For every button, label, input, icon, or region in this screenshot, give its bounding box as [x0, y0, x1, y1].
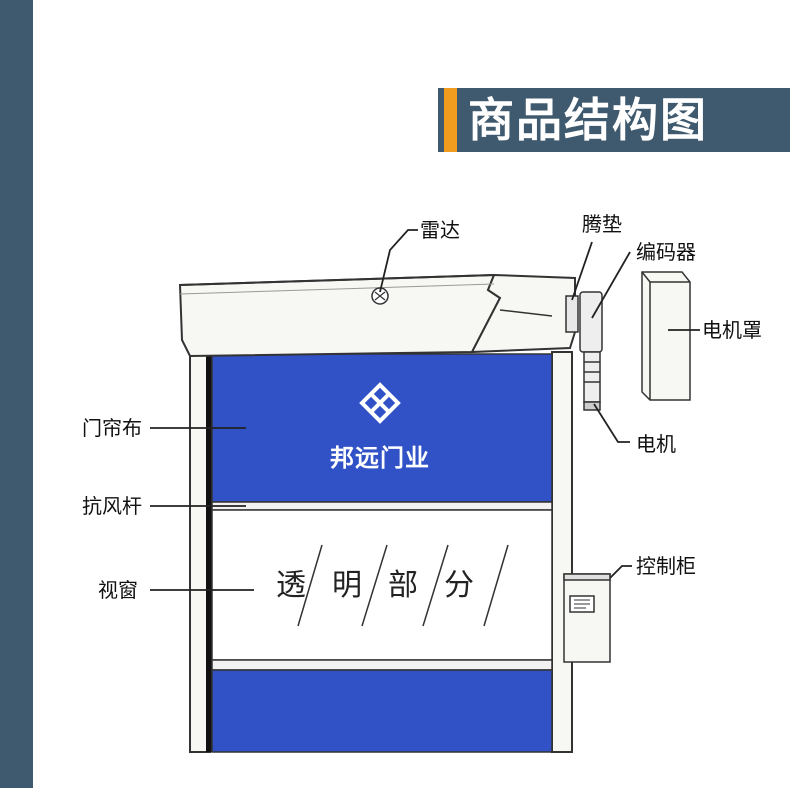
- label-encoder: 编码器: [636, 240, 696, 264]
- title-bar: [438, 88, 790, 152]
- frame-right: [551, 351, 573, 753]
- leader-lines: [150, 229, 700, 591]
- title-accent: [444, 88, 457, 152]
- brand-logo-icon: [359, 382, 401, 424]
- label-control-box: 控制柜: [636, 554, 696, 578]
- wind-bar-lower: [211, 659, 553, 671]
- label-window: 视窗: [98, 578, 138, 602]
- label-curtain: 门帘布: [82, 416, 142, 440]
- page-title: 商品结构图: [468, 93, 708, 147]
- left-stripe: [0, 0, 33, 788]
- label-radar: 雷达: [420, 218, 460, 242]
- label-pad: 腾垫: [582, 212, 622, 236]
- top-housing: [178, 273, 502, 358]
- window-panel: [211, 509, 553, 661]
- housing-end: [470, 273, 576, 354]
- radar-icon: [371, 287, 389, 305]
- brand-name: 邦远门业: [330, 444, 430, 472]
- label-wind-bar: 抗风杆: [82, 494, 142, 518]
- curtain-panel-bottom: [211, 669, 553, 753]
- motor-cover: [641, 271, 691, 401]
- window-transparent-text: 透明部分: [276, 568, 500, 603]
- control-box: [563, 573, 611, 663]
- curtain-panel-top: [211, 353, 553, 503]
- label-motor-cover: 电机罩: [702, 318, 762, 342]
- motor-assembly: [565, 291, 603, 411]
- frame-left-rail: [206, 352, 212, 752]
- wind-bar: [211, 501, 553, 511]
- window-slashes: [297, 544, 509, 627]
- control-panel-icon: [569, 595, 595, 613]
- label-motor: 电机: [636, 432, 676, 456]
